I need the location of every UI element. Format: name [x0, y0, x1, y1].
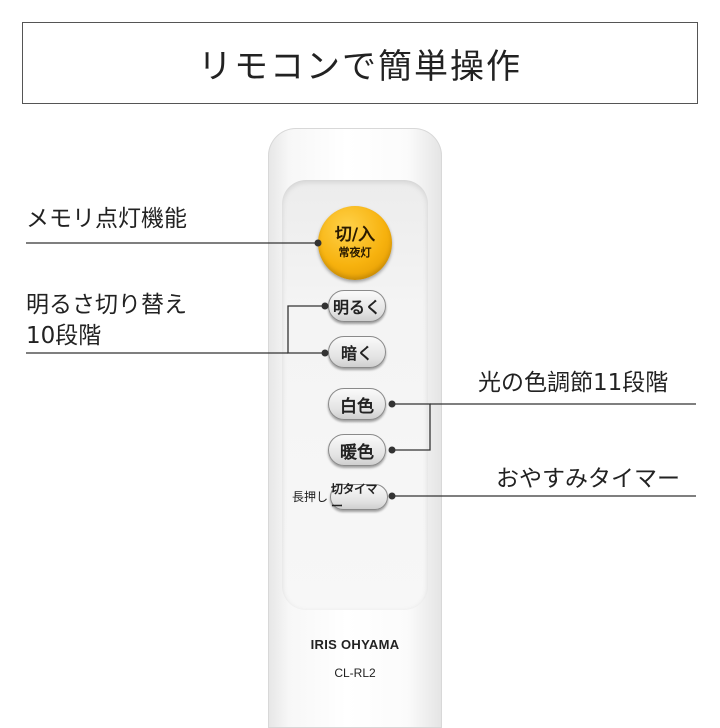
callout-brightness-line2: 10段階 — [26, 323, 102, 350]
timer-dot — [388, 492, 396, 500]
callout-brightness-line1: 明るさ切り替え — [26, 292, 187, 318]
remote-control — [268, 128, 442, 728]
nightlight-label: 常夜灯 — [338, 246, 372, 260]
memory-leader-dot — [314, 239, 322, 247]
color-dot-bottom — [388, 446, 396, 454]
brightness-dot-bottom — [321, 349, 329, 357]
callout-brightness: 明るさ切り替え 10段階 — [26, 290, 187, 352]
brighter-button[interactable]: 明るく — [328, 290, 386, 322]
model-number: CL-RL2 — [334, 666, 376, 680]
color-bracket — [392, 403, 431, 451]
white-color-button[interactable]: 白色 — [328, 388, 386, 420]
page-title: リモコンで簡単操作 — [198, 46, 522, 87]
callout-timer: おやすみタイマー — [496, 466, 680, 492]
power-button-label: 切/入 — [334, 225, 376, 246]
sleep-timer-button[interactable]: 切タイマー — [330, 482, 388, 513]
callout-memory: メモリ点灯機能 — [26, 206, 187, 232]
title-box: リモコンで簡単操作 — [22, 22, 698, 104]
warm-color-button[interactable]: 暖色 — [328, 434, 386, 466]
brightness-bracket — [287, 305, 325, 354]
color-dot-top — [388, 400, 396, 408]
power-button[interactable]: 切/入 常夜灯 — [318, 206, 392, 280]
brand-logo: IRIS OHYAMA — [310, 637, 400, 652]
callout-color: 光の色調節11段階 — [478, 370, 669, 396]
brightness-dot-top — [321, 302, 329, 310]
long-press-label: 長押し — [292, 490, 329, 504]
darker-button[interactable]: 暗く — [328, 336, 386, 368]
